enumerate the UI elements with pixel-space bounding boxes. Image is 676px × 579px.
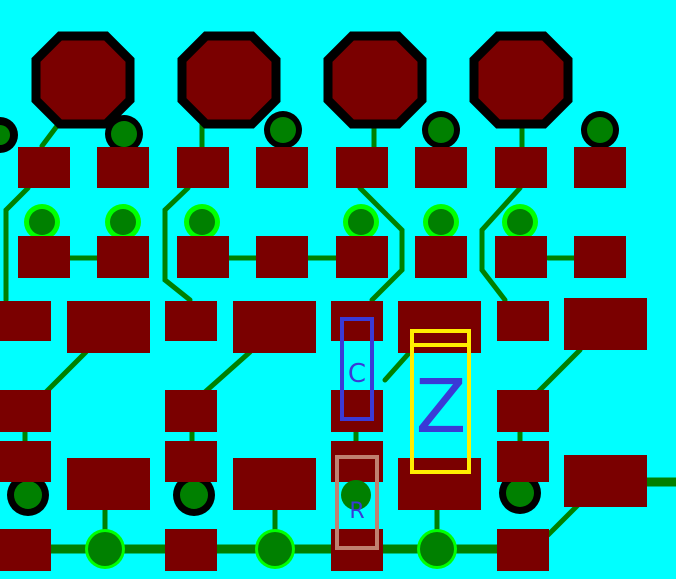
via <box>348 209 374 235</box>
component-z-outline <box>410 329 471 474</box>
smd-pad <box>233 301 316 353</box>
trace <box>3 185 31 303</box>
smd-pad <box>497 301 549 341</box>
octagon-pad <box>177 31 281 129</box>
component-r-outline <box>335 455 379 550</box>
trace <box>357 185 405 303</box>
octagon-pad <box>469 31 573 129</box>
via <box>428 117 454 143</box>
via <box>14 481 42 509</box>
trace <box>202 349 253 395</box>
octagon-pads <box>31 31 573 129</box>
smd-pad <box>0 529 51 571</box>
via <box>29 209 55 235</box>
smd-pad <box>0 301 51 341</box>
trace <box>43 349 89 395</box>
component-r: R <box>335 455 379 550</box>
smd-pad <box>165 441 217 482</box>
smd-pad <box>564 455 647 507</box>
smd-pads <box>0 147 647 571</box>
smd-pad <box>497 441 549 482</box>
smd-pad <box>177 236 229 278</box>
smd-pad <box>18 147 70 188</box>
smd-pad <box>0 390 51 432</box>
smd-pad <box>497 529 549 571</box>
trace <box>162 185 193 303</box>
via <box>111 121 137 147</box>
via <box>420 532 454 566</box>
smd-pad <box>497 390 549 432</box>
smd-pad <box>0 441 51 482</box>
smd-pad <box>415 236 467 278</box>
smd-pad <box>233 458 316 510</box>
smd-pad <box>331 441 383 482</box>
smd-pad <box>97 236 149 278</box>
via <box>270 117 296 143</box>
smd-pad <box>336 236 388 278</box>
via <box>88 532 122 566</box>
octagon-pad <box>31 31 135 129</box>
smd-pad <box>256 236 308 278</box>
green-ring-vias <box>24 204 538 240</box>
via <box>0 125 10 145</box>
smd-pad <box>574 236 626 278</box>
via <box>506 479 534 507</box>
via <box>258 532 292 566</box>
smd-pad <box>256 147 308 188</box>
smd-pad <box>67 458 150 510</box>
smd-pad <box>495 236 547 278</box>
component-z-label: Z <box>416 364 467 450</box>
smd-pad <box>165 390 217 432</box>
via <box>428 209 454 235</box>
trace <box>479 185 523 303</box>
smd-pad <box>177 147 229 188</box>
smd-pad <box>67 301 150 353</box>
via <box>507 209 533 235</box>
smd-pad <box>165 301 217 341</box>
smd-pad <box>415 147 467 188</box>
via <box>110 209 136 235</box>
trace <box>382 349 413 383</box>
smd-pad <box>97 147 149 188</box>
bus-vias <box>85 480 457 569</box>
trace <box>535 347 583 395</box>
via <box>189 209 215 235</box>
component-c-label: C <box>348 359 366 389</box>
octagon-pad <box>323 31 427 129</box>
smd-pad <box>18 236 70 278</box>
component-r-label: R <box>349 499 364 524</box>
smd-pad <box>574 147 626 188</box>
smd-pad <box>564 298 647 350</box>
via <box>341 480 371 510</box>
smd-pad <box>495 147 547 188</box>
smd-pad <box>336 147 388 188</box>
smd-pad <box>165 529 217 571</box>
smd-pad <box>331 390 383 432</box>
component-z: Z <box>410 329 471 474</box>
component-c-outline <box>340 317 374 421</box>
via <box>587 117 613 143</box>
component-c: C <box>340 317 374 421</box>
via <box>180 481 208 509</box>
black-ring-vias <box>0 111 619 516</box>
